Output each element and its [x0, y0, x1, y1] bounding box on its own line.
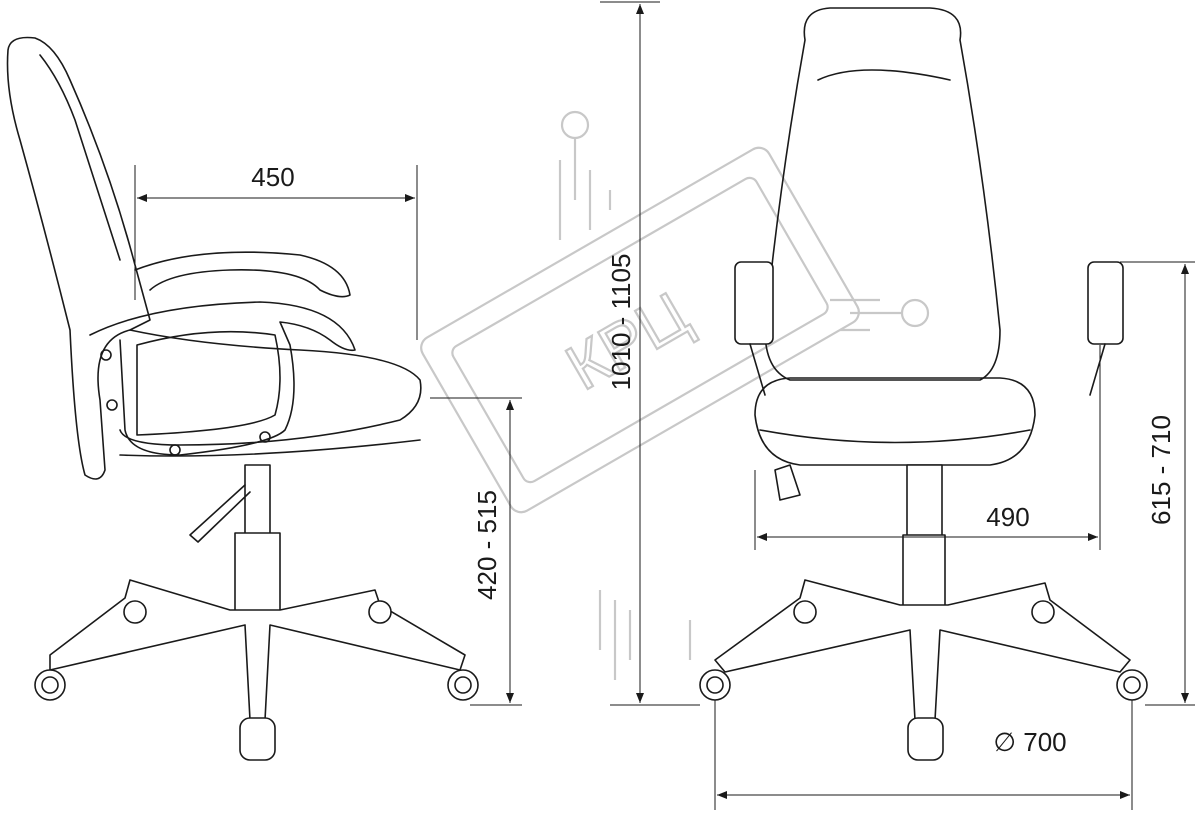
side-view-chair: [6, 36, 479, 761]
total-height-label: 1010 - 1105: [606, 254, 636, 391]
seat-width-label: 490: [986, 502, 1029, 532]
armrest-height-label: 615 - 710: [1146, 415, 1176, 525]
seat-height-label: 420 - 515: [472, 490, 502, 600]
base-diameter-label: ∅ 700: [993, 727, 1066, 757]
front-view-chair: [699, 7, 1148, 761]
seat-depth-label: 450: [251, 162, 294, 192]
dimension-lines: [134, 1, 1195, 810]
